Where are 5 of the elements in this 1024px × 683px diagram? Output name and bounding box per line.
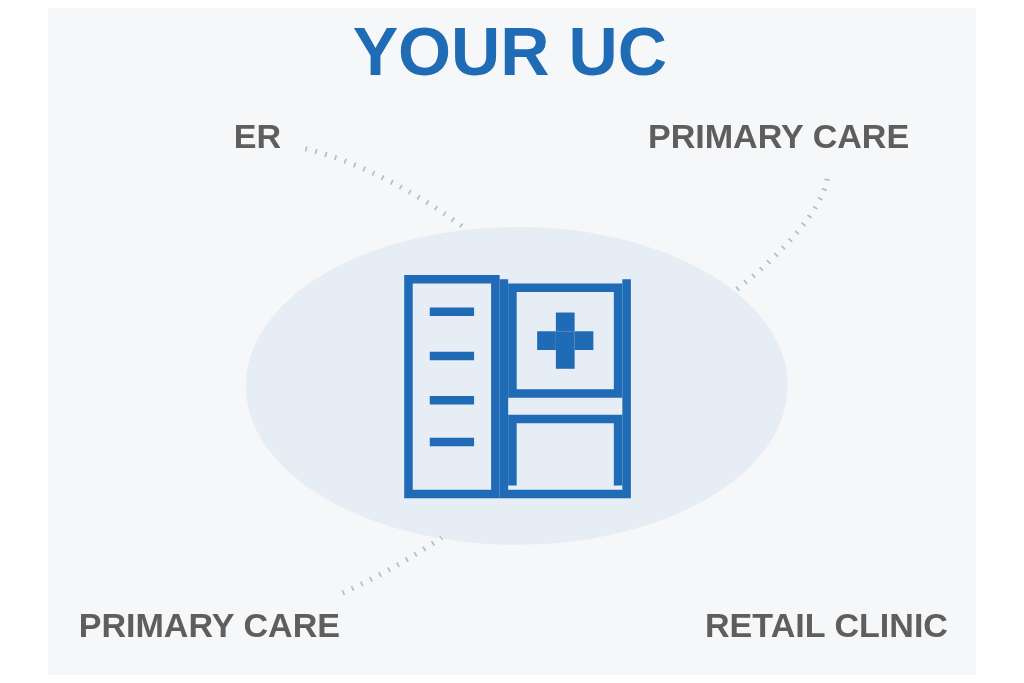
node-text: ER bbox=[233, 116, 282, 155]
diagram-title: YOUR UC bbox=[352, 12, 667, 89]
node-text: PRIMARY CARE bbox=[647, 116, 910, 155]
node-text: RETAIL CLINIC bbox=[705, 606, 948, 645]
node-text: PRIMARY CARE bbox=[78, 606, 340, 645]
